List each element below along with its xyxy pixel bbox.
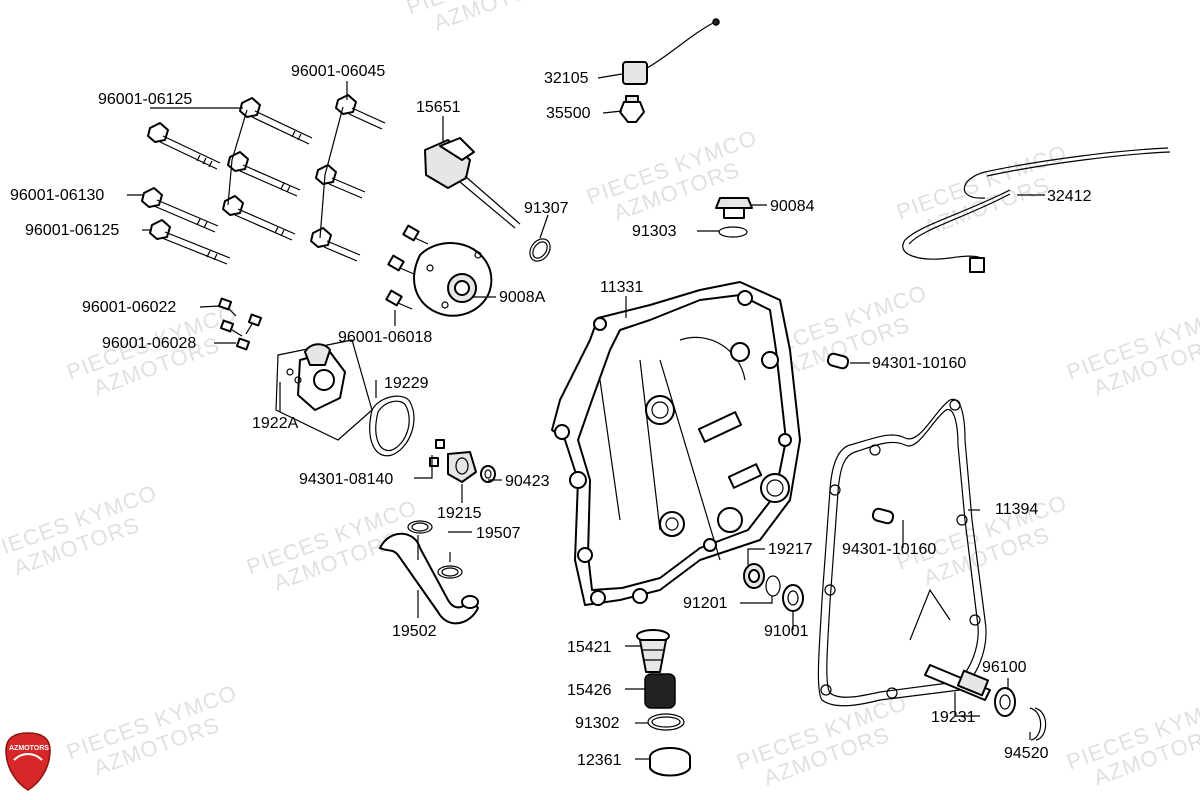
part-label: 15651 xyxy=(416,99,461,116)
bolt-icon xyxy=(315,164,366,199)
part-label: 15421 xyxy=(567,639,612,656)
logo-text: AZMOTORS xyxy=(9,745,49,752)
shaft-assembly xyxy=(924,664,1047,741)
coolant-hose xyxy=(379,532,479,625)
part-label: 91001 xyxy=(764,623,809,640)
part-label: 94301-10160 xyxy=(842,541,936,558)
part-label: 11394 xyxy=(995,501,1038,518)
wire-harness xyxy=(902,147,1171,273)
watermark-line2: AZMOTORS xyxy=(430,0,563,35)
part-label: 94301-08140 xyxy=(299,471,393,488)
part-label: 91201 xyxy=(683,595,728,612)
bolt-icon xyxy=(335,94,386,130)
part-label: 12361 xyxy=(577,752,622,769)
part-label: 15426 xyxy=(567,682,612,699)
part-label: 96100 xyxy=(982,659,1027,676)
part-label: 91303 xyxy=(632,223,677,240)
bearing-set xyxy=(743,563,804,612)
oil-strainer-set xyxy=(636,629,691,777)
crankcase-cover xyxy=(551,281,801,606)
part-label: 96001-06022 xyxy=(82,299,176,316)
filler-cap xyxy=(715,197,753,238)
part-label: 96001-06125 xyxy=(98,91,192,108)
bolt-icon xyxy=(227,151,301,197)
shield-icon xyxy=(5,732,51,791)
part-label: 19215 xyxy=(437,505,482,522)
pump-cover-assembly xyxy=(275,339,373,441)
part-label: 94301-10160 xyxy=(872,355,966,372)
part-label: 19502 xyxy=(392,623,437,640)
pump-gasket xyxy=(369,395,415,457)
bolt-icon xyxy=(310,227,361,262)
part-label: 91302 xyxy=(575,715,620,732)
o-ring xyxy=(529,238,551,262)
water-pump-cover xyxy=(385,224,493,317)
part-label: 19217 xyxy=(768,541,813,558)
impeller xyxy=(429,439,496,483)
hose-clamps xyxy=(407,520,463,579)
bolt-group-left xyxy=(141,94,386,265)
bolt-icon xyxy=(239,97,313,145)
part-label: 11331 xyxy=(600,279,643,296)
bolt-icon xyxy=(222,195,296,241)
oil-sensor xyxy=(619,18,720,123)
part-label: 96001-06045 xyxy=(291,63,385,80)
dowel-pins xyxy=(826,352,895,525)
oil-dipstick xyxy=(424,137,521,229)
part-label: 9008A xyxy=(499,289,546,306)
cover-gasket xyxy=(817,398,987,707)
part-label: 90084 xyxy=(770,198,815,215)
bolt-icon xyxy=(147,122,221,170)
leader-lines xyxy=(127,73,1045,760)
part-label: 90423 xyxy=(505,473,550,490)
part-label: 1922A xyxy=(252,415,299,432)
azmotors-logo: AZMOTORS xyxy=(5,732,51,791)
part-label: 35500 xyxy=(546,105,591,122)
bolt-icon xyxy=(141,187,219,233)
part-label: 91307 xyxy=(524,200,569,217)
part-label: 96001-06125 xyxy=(25,222,119,239)
part-label: 96001-06130 xyxy=(10,187,104,204)
part-label: 32105 xyxy=(544,70,589,87)
part-label: 19507 xyxy=(476,525,521,542)
part-label: 32412 xyxy=(1047,188,1092,205)
part-label: 96001-06028 xyxy=(102,335,196,352)
part-label: 94520 xyxy=(1004,745,1049,762)
bolt-icon xyxy=(149,219,231,265)
part-labels: 32105 35500 96001-06045 96001-06125 1565… xyxy=(10,63,1092,769)
part-label: 19229 xyxy=(384,375,429,392)
small-bolts xyxy=(217,297,263,351)
part-label: 96001-06018 xyxy=(338,329,432,346)
part-label: 19231 xyxy=(931,709,976,726)
